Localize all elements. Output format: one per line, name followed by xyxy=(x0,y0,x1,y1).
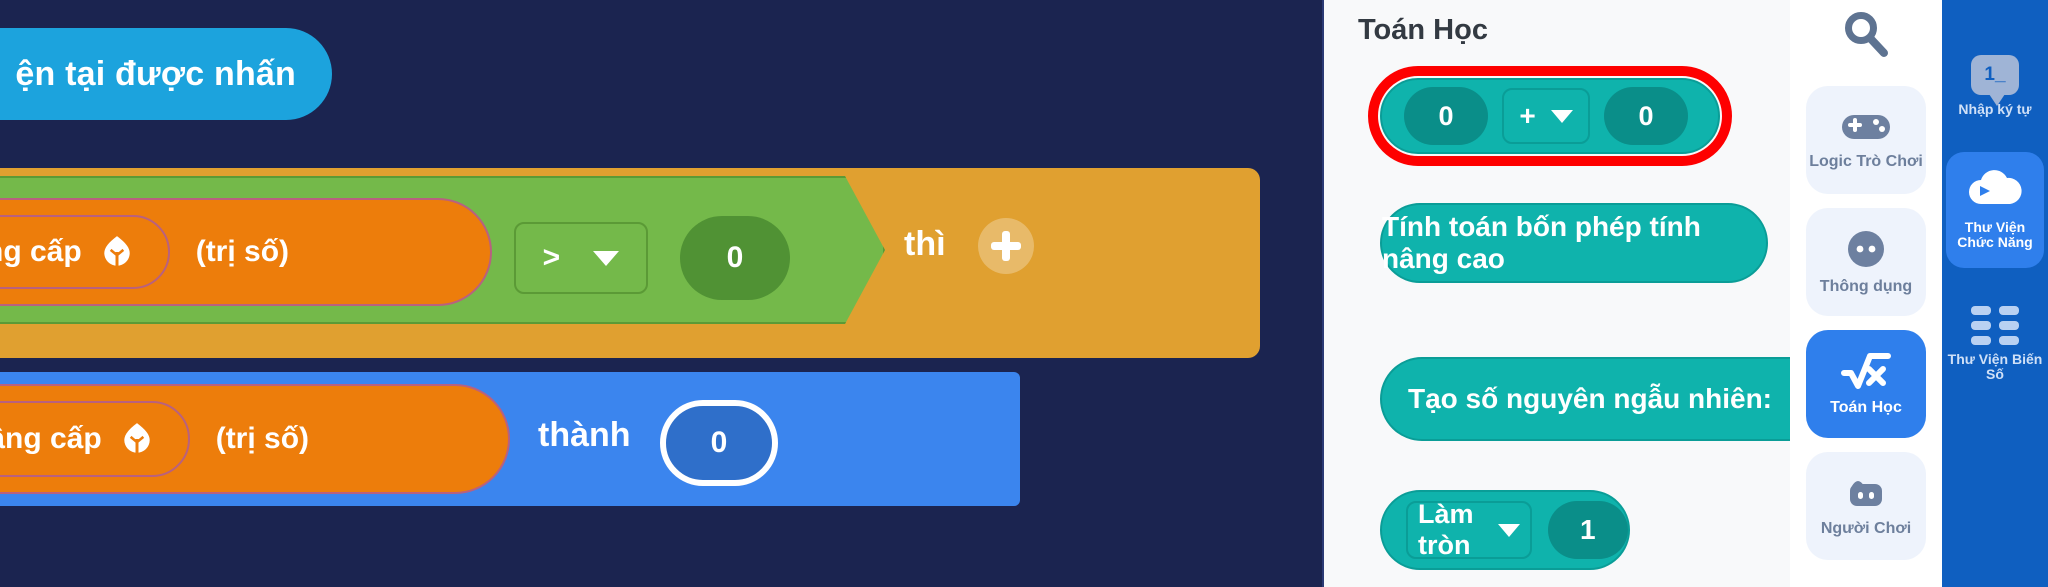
sidebar-item-function-library[interactable]: Thư Viện Chức Năng xyxy=(1946,152,2044,268)
round-value[interactable]: 1 xyxy=(1547,501,1628,559)
comparison-block[interactable]: Chỉ số nâng cấp (trị số) > 0 xyxy=(0,176,885,324)
tree-icon xyxy=(100,234,134,270)
comparison-right-value[interactable]: 0 xyxy=(680,216,790,300)
random-int-label: Tạo số nguyên ngẫu nhiên: xyxy=(1408,383,1772,414)
sidebar-item-math[interactable]: Toán Học xyxy=(1806,330,1926,438)
comparison-operator-dropdown[interactable]: > xyxy=(514,222,648,294)
tree-icon xyxy=(120,421,154,457)
block-workspace[interactable]: ện tại được nhấn Chỉ số nâng cấp (trị số… xyxy=(0,0,1322,587)
event-block-label: ện tại được nhấn xyxy=(15,54,296,93)
sidebar-item-variable-library[interactable]: Thư Viện Biến Số xyxy=(1946,286,2044,402)
arith-operator-dropdown[interactable]: + xyxy=(1502,88,1590,144)
palette-block-advanced-math[interactable]: Tính toán bốn phép tính nâng cao xyxy=(1380,203,1768,283)
arith-left-operand[interactable]: 0 xyxy=(1404,87,1488,145)
sidebar-item-player-label: Người Chơi xyxy=(1820,520,1912,538)
comparison-right-value-text: 0 xyxy=(726,241,744,274)
comparison-operator-value: > xyxy=(542,241,561,274)
upgrade-stat-suffix-2: (trị số) xyxy=(215,422,310,455)
round-value-text: 1 xyxy=(1579,514,1596,545)
round-mode-value: Làm tròn xyxy=(1418,499,1474,560)
robot-icon xyxy=(1844,474,1888,517)
grid-dots-icon xyxy=(1971,305,2019,345)
set-value-text: 0 xyxy=(710,426,728,459)
if-block[interactable]: Chỉ số nâng cấp (trị số) > 0 xyxy=(0,168,1260,358)
arith-right-operand[interactable]: 0 xyxy=(1604,87,1688,145)
gamepad-icon xyxy=(1840,109,1892,150)
sidebar-item-math-label: Toán Học xyxy=(1830,399,1902,417)
upgrade-stat-label: Chỉ số nâng cấp xyxy=(3,235,82,268)
upgrade-stat-label-2: Chỉ số nâng cấp xyxy=(0,422,102,455)
palette-title: Toán Học xyxy=(1358,14,1488,46)
upgrade-stat-pill-2[interactable]: Chỉ số nâng cấp xyxy=(0,401,190,477)
arith-right-value: 0 xyxy=(1638,100,1654,131)
set-variable-block[interactable]: Chỉ số nâng cấp (trị số) thành 0 xyxy=(0,372,1020,506)
palette-block-arithmetic[interactable]: 0 + 0 xyxy=(1380,78,1720,154)
palette-block-round[interactable]: Làm tròn 1 xyxy=(1380,490,1630,570)
advanced-math-label: Tính toán bốn phép tính nâng cao xyxy=(1382,211,1701,274)
round-mode-dropdown[interactable]: Làm tròn xyxy=(1406,499,1532,560)
palette-block-random-int[interactable]: Tạo số nguyên ngẫu nhiên: 1 xyxy=(1380,357,1790,441)
set-to-label: thành xyxy=(538,416,631,454)
event-block[interactable]: ện tại được nhấn xyxy=(0,28,332,120)
upgrade-stat-pill[interactable]: Chỉ số nâng cấp xyxy=(0,215,170,289)
upgrade-stat-reporter-2[interactable]: Chỉ số nâng cấp (trị số) xyxy=(0,384,510,494)
cloud-play-icon xyxy=(1965,169,2025,213)
arith-operator-value: + xyxy=(1519,100,1536,131)
upgrade-stat-suffix: (trị số) xyxy=(195,235,290,268)
search-icon[interactable] xyxy=(1840,8,1892,60)
text-input-icon: 1_ xyxy=(1971,54,2019,106)
chevron-down-icon xyxy=(593,251,619,266)
sidebar-item-logic[interactable]: Logic Trò Chơi xyxy=(1806,86,1926,194)
sidebar-item-player[interactable]: Người Chơi xyxy=(1806,452,1926,560)
dots-circle-icon xyxy=(1845,228,1887,275)
text-input-badge: 1_ xyxy=(1984,63,2006,85)
right-sidebar[interactable]: 1_ Nhập ký tự Thư Viện Chức Năng Thư Việ… xyxy=(1942,0,2048,587)
block-palette-panel[interactable]: Toán Học 0 + 0 Tính toán bốn phép tính n… xyxy=(1322,0,1790,587)
category-rail[interactable]: Logic Trò Chơi Thông dụng Toán Học xyxy=(1790,0,1942,587)
sidebar-item-common[interactable]: Thông dụng xyxy=(1806,208,1926,316)
chevron-down-icon xyxy=(1550,109,1573,123)
sidebar-item-function-library-label: Thư Viện Chức Năng xyxy=(1957,218,2033,250)
arith-left-value: 0 xyxy=(1438,100,1454,131)
sidebar-item-variable-library-label: Thư Viện Biến Số xyxy=(1947,350,2043,382)
sidebar-item-common-label: Thông dụng xyxy=(1819,278,1913,296)
sqrt-x-icon xyxy=(1840,351,1892,396)
sidebar-item-text-input-label: Nhập ký tự xyxy=(1958,100,2032,117)
chevron-down-icon xyxy=(1497,523,1520,537)
then-label: thì xyxy=(904,225,946,263)
set-value-input[interactable]: 0 xyxy=(660,400,778,486)
sidebar-item-text-input[interactable]: 1_ Nhập ký tự xyxy=(1946,28,2044,144)
upgrade-stat-reporter[interactable]: Chỉ số nâng cấp (trị số) xyxy=(0,198,492,306)
sidebar-item-logic-label: Logic Trò Chơi xyxy=(1809,153,1923,171)
plus-icon[interactable] xyxy=(978,218,1034,274)
